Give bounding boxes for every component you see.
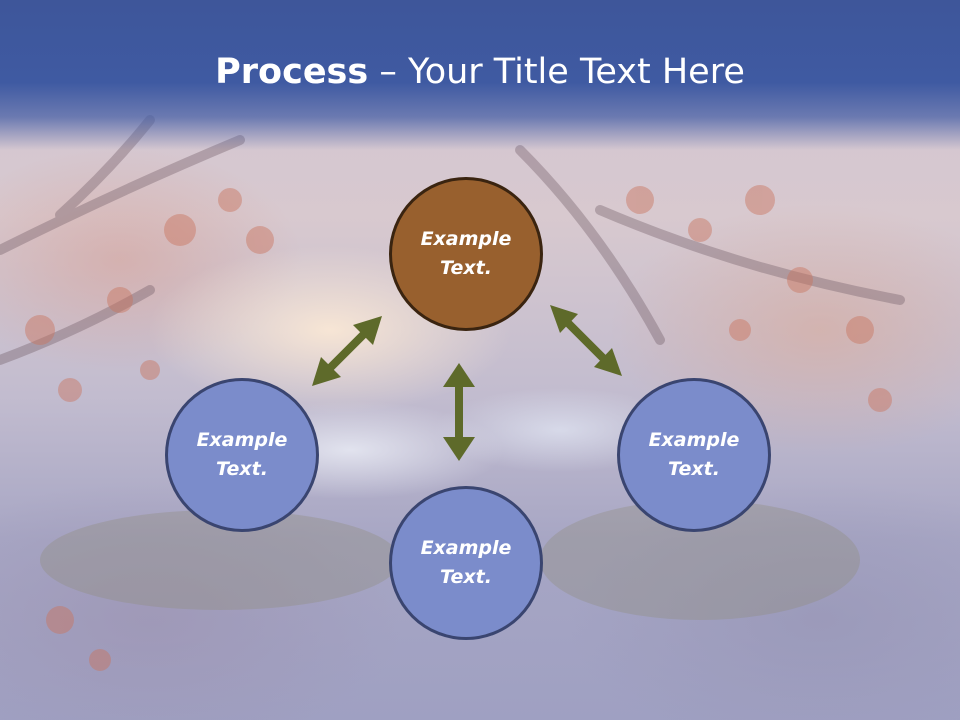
node-bottom-text: Example Text.: [420, 537, 512, 588]
node-bottom: Example Text.: [389, 486, 543, 640]
arrow-center-vertical: [443, 363, 475, 461]
node-left: Example Text.: [165, 378, 319, 532]
arrow-top-right: [550, 305, 622, 376]
node-right-text: Example Text.: [648, 429, 740, 480]
node-right: Example Text.: [617, 378, 771, 532]
title-rest: – Your Title Text Here: [368, 52, 745, 92]
node-top-text: Example Text.: [420, 228, 512, 279]
header-band: [0, 0, 960, 150]
node-left-text: Example Text.: [196, 429, 288, 480]
node-top: Example Text.: [389, 177, 543, 331]
title-bold: Process: [215, 52, 369, 92]
slide-title: Process – Your Title Text Here: [0, 52, 960, 92]
arrow-top-left: [312, 316, 382, 386]
